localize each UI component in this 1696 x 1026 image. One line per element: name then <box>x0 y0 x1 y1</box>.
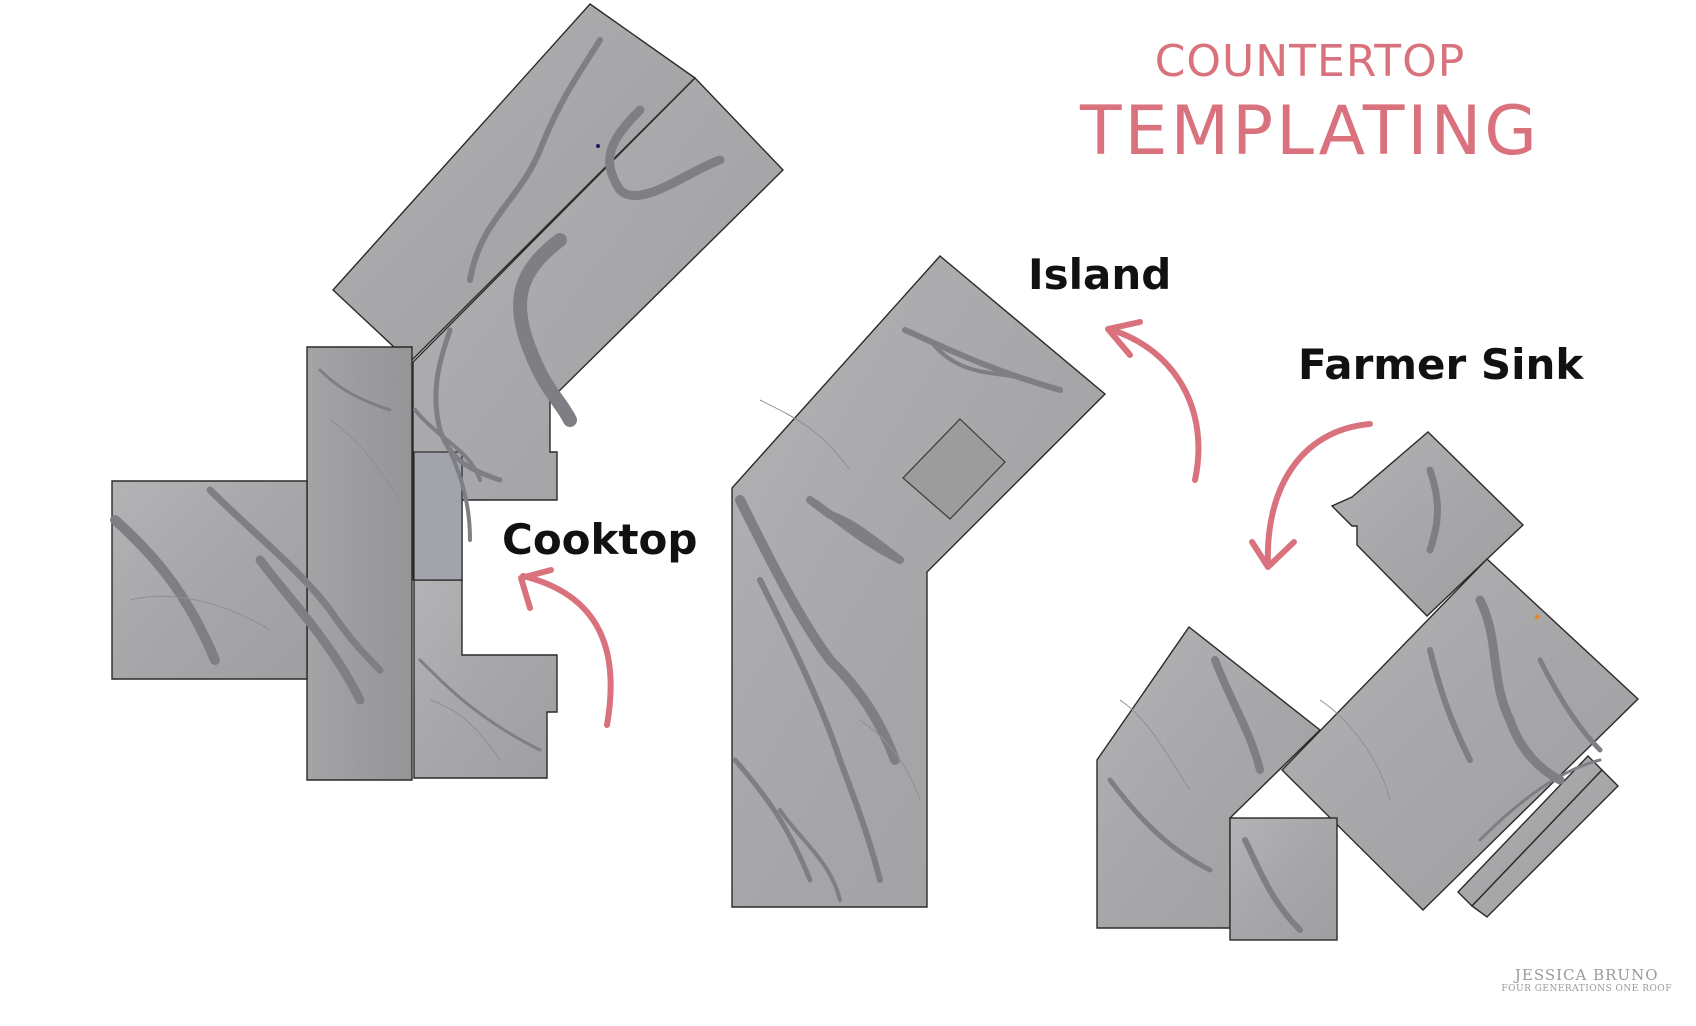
sink-trim-strip-b <box>1470 768 1619 918</box>
arrow-farmer-sink <box>1249 421 1373 570</box>
slab-left-wing <box>111 480 308 680</box>
marker-dot <box>596 144 600 148</box>
watermark: JESSICA BRUNO FOUR GENERATIONS ONE ROOF <box>1501 966 1672 994</box>
slab-diagonal-lower <box>412 76 784 581</box>
cooktop-label: Cooktop <box>502 515 698 564</box>
island-cutout <box>902 418 1006 520</box>
watermark-name: JESSICA BRUNO <box>1514 966 1659 984</box>
title-line-1: COUNTERTOP <box>1154 36 1466 87</box>
arrow-island <box>1105 319 1202 483</box>
island-group <box>731 255 1107 908</box>
island-slab <box>731 255 1107 908</box>
farmer-sink-group <box>1096 431 1640 941</box>
slab-lower-return <box>413 579 558 779</box>
arrow-cooktop <box>518 567 614 728</box>
marker-dot-orange <box>1534 614 1540 620</box>
farmer-sink-label: Farmer Sink <box>1298 340 1584 389</box>
cooktop-run-group <box>110 3 784 781</box>
island-label: Island <box>1028 250 1172 299</box>
slab-center-column <box>306 346 413 781</box>
title-line-2: TEMPLATING <box>1079 92 1540 171</box>
cooktop-seam-strip <box>413 451 463 581</box>
watermark-tagline: FOUR GENERATIONS ONE ROOF <box>1501 984 1672 994</box>
sink-front-panel <box>1229 817 1338 941</box>
sink-small-square <box>1330 431 1525 617</box>
